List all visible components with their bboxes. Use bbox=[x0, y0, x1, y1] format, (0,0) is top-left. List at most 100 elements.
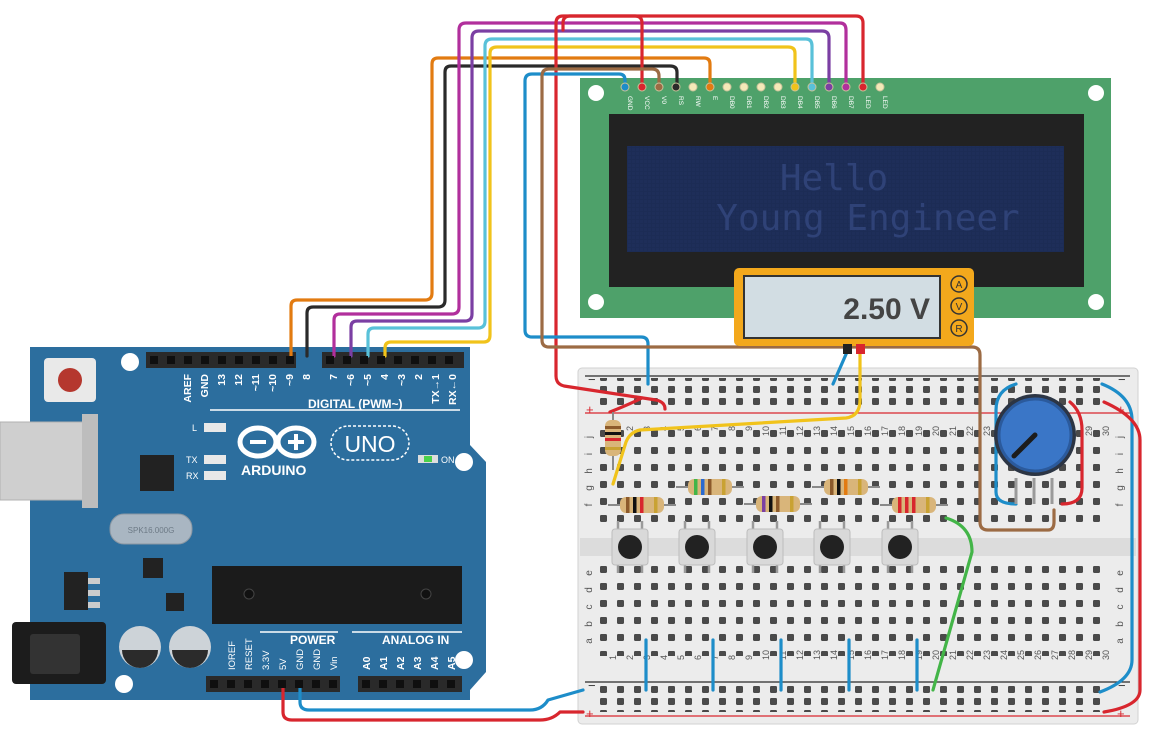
resistor-4[interactable] bbox=[812, 479, 880, 495]
column-label-bottom: 20 bbox=[931, 650, 941, 660]
mode-a-label: A bbox=[956, 280, 963, 291]
digital-pin-label: RX←0 bbox=[447, 374, 459, 405]
column-label-bottom: 23 bbox=[982, 650, 992, 660]
lcd-pin-db2[interactable] bbox=[756, 82, 766, 92]
mode-r-button[interactable]: R bbox=[950, 319, 968, 337]
row-letter-right: b bbox=[1115, 621, 1126, 627]
lcd-pin-db1[interactable] bbox=[739, 82, 749, 92]
lcd-pin-dots[interactable] bbox=[620, 82, 885, 92]
usb-chip bbox=[140, 455, 174, 491]
arduino-uno-board[interactable]: SPK16.000G L TX RX ON ARDUINO U bbox=[0, 347, 486, 700]
power-pin-label: IOREF bbox=[227, 641, 238, 670]
multimeter[interactable]: 2.50 V A V R bbox=[734, 268, 974, 354]
wire-purple-db6 bbox=[349, 29, 831, 358]
digital-pin-label: ~11 bbox=[250, 374, 262, 391]
column-label-bottom: 30 bbox=[1101, 650, 1111, 660]
probe-red[interactable] bbox=[856, 344, 865, 354]
mode-v-label: V bbox=[956, 302, 963, 313]
lcd-pin-gnd[interactable] bbox=[620, 82, 630, 92]
usb-connector bbox=[0, 421, 97, 501]
mode-a-button[interactable]: A bbox=[950, 275, 968, 293]
pushbuttons-row[interactable] bbox=[611, 521, 919, 573]
led-tx-label: TX bbox=[186, 455, 198, 465]
column-label-bottom: 10 bbox=[761, 650, 771, 660]
led-tx bbox=[204, 455, 226, 464]
uno-label: UNO bbox=[344, 431, 395, 457]
column-label-top: 14 bbox=[829, 426, 839, 436]
resistor-3[interactable] bbox=[744, 496, 812, 512]
potentiometer[interactable] bbox=[994, 394, 1076, 504]
pushbutton-4[interactable] bbox=[813, 521, 851, 573]
power-header[interactable] bbox=[206, 676, 340, 692]
lcd-pin-label: VCC bbox=[643, 96, 650, 110]
resistor-2[interactable] bbox=[676, 479, 744, 495]
analog-header-label: ANALOG IN bbox=[382, 633, 449, 647]
resistor-1[interactable] bbox=[608, 497, 676, 513]
power-pin-label: Vin bbox=[329, 656, 340, 670]
column-label-top: 11 bbox=[778, 426, 788, 435]
lcd-pin-db3[interactable] bbox=[773, 82, 783, 92]
lcd-pin-label: DB6 bbox=[830, 96, 837, 109]
resistor-vertical[interactable] bbox=[605, 412, 621, 470]
mode-v-button[interactable]: V bbox=[950, 297, 968, 315]
usb-flange bbox=[82, 414, 98, 508]
lcd-pin-db4[interactable] bbox=[790, 82, 800, 92]
pushbutton-5[interactable] bbox=[881, 521, 919, 573]
wire-black-rs bbox=[305, 64, 679, 358]
lcd-pin-db6[interactable] bbox=[824, 82, 834, 92]
analog-pin-label: A1 bbox=[378, 656, 390, 670]
probe-black[interactable] bbox=[843, 344, 852, 354]
analog-header[interactable] bbox=[358, 676, 462, 692]
arduino-logo-icon bbox=[237, 425, 317, 459]
lcd-pin-e[interactable] bbox=[705, 82, 715, 92]
lcd-pin-led[interactable] bbox=[875, 82, 885, 92]
column-label-bottom: 28 bbox=[1067, 650, 1077, 660]
digital-pin-label: AREF bbox=[182, 373, 194, 402]
rail-plus-bottom-left: + bbox=[586, 706, 594, 721]
led-on-label: ON bbox=[441, 455, 455, 465]
pushbutton-1[interactable] bbox=[611, 521, 649, 573]
wire-red-led bbox=[561, 14, 865, 88]
lcd-pin-label: LED bbox=[881, 96, 888, 109]
column-label-bottom: 2 bbox=[625, 655, 635, 660]
lcd-pin-db7[interactable] bbox=[841, 82, 851, 92]
resistors-row[interactable] bbox=[608, 479, 948, 513]
digital-pin-label: 7 bbox=[328, 374, 340, 380]
lcd-pin-rs[interactable] bbox=[671, 82, 681, 92]
reset-button-cap[interactable] bbox=[58, 368, 82, 392]
wires bbox=[281, 14, 1142, 722]
power-pin-label: RESET bbox=[244, 638, 255, 670]
pushbutton-3[interactable] bbox=[746, 521, 784, 573]
column-label-top: 15 bbox=[846, 426, 856, 436]
column-label-top: 19 bbox=[914, 426, 924, 436]
row-letter-left: j bbox=[584, 436, 595, 439]
column-label-top: 20 bbox=[931, 426, 941, 436]
pushbutton-2[interactable] bbox=[678, 521, 716, 573]
column-label-top: 7 bbox=[710, 426, 720, 431]
column-label-top: 22 bbox=[965, 426, 975, 436]
lcd-pin-db5[interactable] bbox=[807, 82, 817, 92]
power-pin-label: 5V bbox=[278, 658, 289, 670]
analog-pin-label: A0 bbox=[361, 656, 373, 670]
row-letter-right: j bbox=[1115, 436, 1126, 439]
row-letter-right: h bbox=[1115, 468, 1126, 474]
wire-green bbox=[931, 516, 974, 692]
row-letter-left: d bbox=[584, 587, 595, 593]
lcd-pin-db0[interactable] bbox=[722, 82, 732, 92]
lcd-pin-rw[interactable] bbox=[688, 82, 698, 92]
lcd-pin-led[interactable] bbox=[858, 82, 868, 92]
row-letter-right: a bbox=[1115, 638, 1126, 644]
wire-brown-v0 bbox=[540, 67, 1056, 532]
lcd-pin-v0[interactable] bbox=[654, 82, 664, 92]
digital-pin-label: ~10 bbox=[267, 374, 279, 392]
column-label-bottom: 24 bbox=[999, 650, 1009, 660]
small-regulator bbox=[166, 593, 184, 611]
analog-pin-label: A2 bbox=[395, 656, 407, 670]
resistor-5[interactable] bbox=[880, 497, 948, 513]
lcd-pin-label: DB4 bbox=[796, 96, 803, 109]
lcd-pin-vcc[interactable] bbox=[637, 82, 647, 92]
lcd-line-2: Young Engineer bbox=[716, 198, 1019, 239]
